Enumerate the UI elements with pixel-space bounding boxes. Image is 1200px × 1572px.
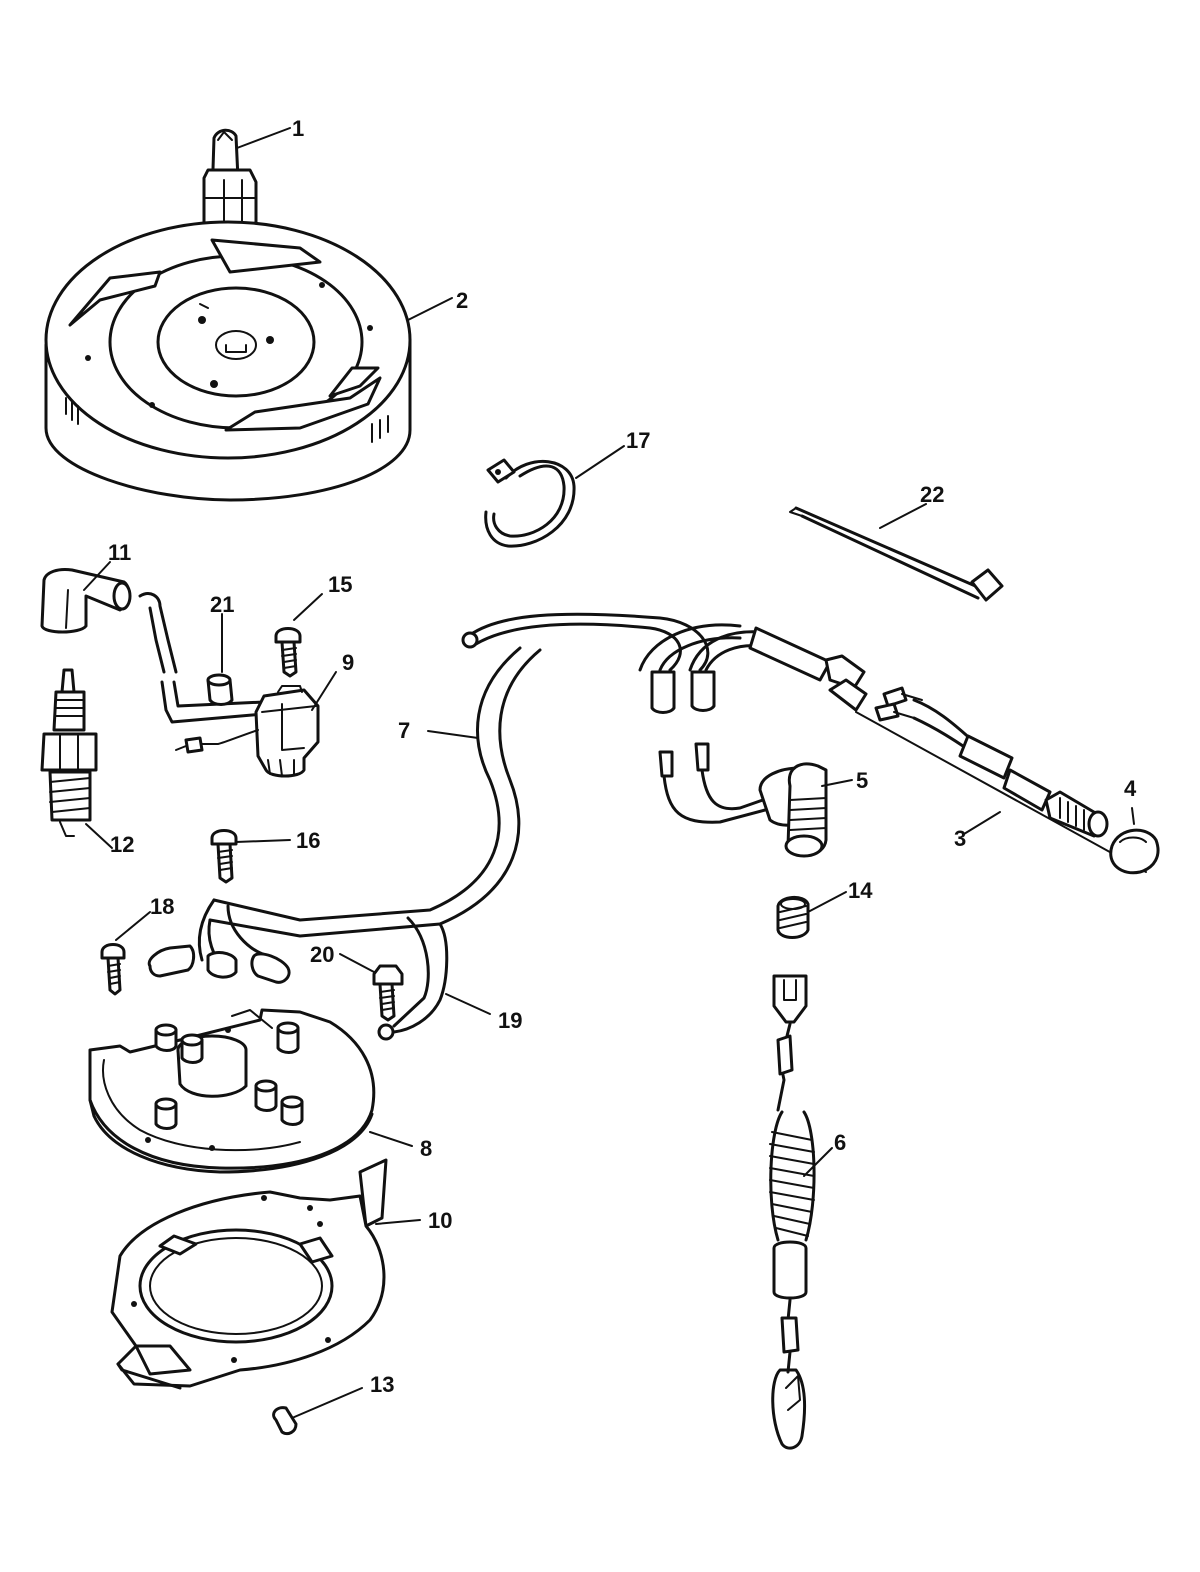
part-18-screw [100, 943, 126, 996]
leader-10 [375, 1219, 421, 1225]
part-11-spark-plug-boot [40, 568, 266, 724]
part-10-trigger-plate [110, 1158, 388, 1390]
part-9-ignition-coil [175, 685, 320, 778]
leader-5 [821, 779, 853, 787]
label-21: 21 [210, 592, 234, 617]
leader-13 [291, 1387, 363, 1419]
leader-19 [445, 993, 491, 1015]
label-7: 7 [398, 718, 410, 743]
label-2: 2 [456, 288, 468, 313]
part-14-spring [776, 896, 810, 939]
leader-15 [293, 593, 323, 621]
part-22-cable-tie [789, 506, 1004, 602]
label-11: 11 [108, 540, 131, 565]
label-14: 14 [848, 878, 873, 903]
label-17: 17 [626, 428, 650, 453]
part-20-screw [372, 964, 404, 1022]
label-18: 18 [150, 894, 174, 919]
label-12: 12 [110, 832, 134, 857]
label-5: 5 [856, 768, 868, 793]
part-8-armature-plate [88, 1008, 376, 1174]
part-13-woodruff-key [272, 1406, 298, 1436]
leader-1 [236, 127, 291, 149]
part-12-spark-plug [40, 668, 98, 837]
leader-9 [311, 671, 337, 711]
part-5-stop-switch [658, 742, 828, 858]
leader-2 [407, 297, 453, 321]
leader-7 [427, 730, 479, 739]
leader-18 [115, 911, 151, 941]
leader-20 [339, 953, 375, 973]
part-15-screw [274, 627, 302, 678]
leader-11 [83, 561, 111, 591]
label-15: 15 [328, 572, 352, 597]
leader-22 [879, 503, 927, 529]
label-1: 1 [292, 116, 304, 141]
label-20: 20 [310, 942, 334, 967]
leader-16 [235, 839, 291, 843]
leader-6 [803, 1147, 833, 1177]
label-22: 22 [920, 482, 944, 507]
label-8: 8 [420, 1136, 432, 1161]
part-2-flywheel [44, 220, 412, 502]
leader-8 [369, 1131, 413, 1147]
leader-4 [1131, 807, 1135, 825]
label-19: 19 [498, 1008, 522, 1033]
leader-14 [807, 891, 847, 913]
part-labels: 1 2 3 4 5 6 7 8 9 10 11 12 13 14 15 16 1… [108, 116, 1137, 1397]
leader-12 [85, 823, 113, 849]
label-10: 10 [428, 1208, 452, 1233]
leader-17 [575, 445, 625, 479]
label-13: 13 [370, 1372, 394, 1397]
part-7-wiring-harness [147, 612, 868, 1041]
part-21-sleeve [206, 673, 234, 706]
part-4-cap [1109, 828, 1160, 875]
label-9: 9 [342, 650, 354, 675]
part-17-clamp [484, 458, 576, 548]
part-16-screw [210, 829, 238, 884]
leader-lines [83, 127, 1135, 1419]
part-6-lanyard [769, 974, 816, 1450]
label-16: 16 [296, 828, 320, 853]
label-4: 4 [1124, 776, 1137, 801]
label-3: 3 [954, 826, 966, 851]
label-6: 6 [834, 1130, 846, 1155]
leader-3 [963, 811, 1001, 835]
part-3-stop-switch-lead [855, 686, 1147, 873]
